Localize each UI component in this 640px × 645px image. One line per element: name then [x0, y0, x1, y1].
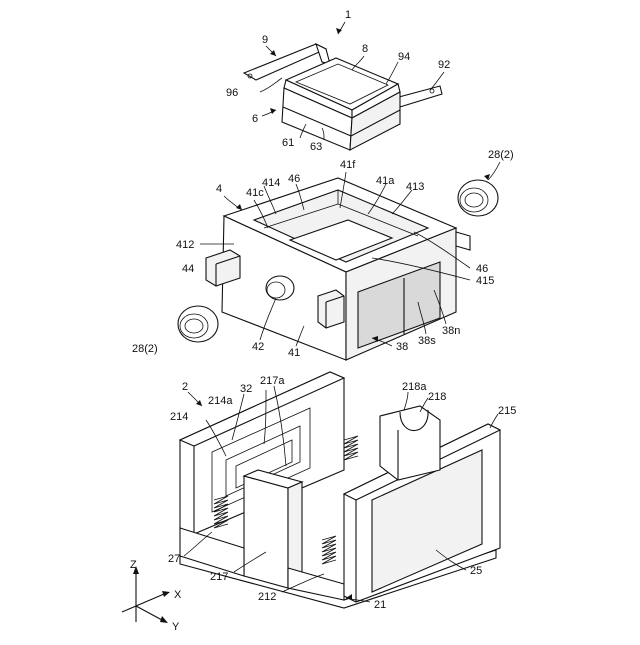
label-28-top: 28(2) — [488, 149, 514, 161]
label-414: 414 — [262, 177, 280, 189]
label-215: 215 — [498, 405, 516, 417]
label-28-left: 28(2) — [132, 343, 158, 355]
axis-label-x: X — [174, 589, 182, 601]
label-218: 218 — [428, 391, 446, 403]
label-27: 27 — [168, 553, 180, 565]
label-415: 415 — [476, 275, 494, 287]
axis-label-z: Z — [130, 559, 137, 571]
label-2: 2 — [182, 381, 188, 393]
label-218a: 218a — [402, 381, 427, 393]
label-38s: 38s — [418, 335, 436, 347]
label-6: 6 — [252, 113, 258, 125]
label-214a: 214a — [208, 395, 233, 407]
holder-4 — [206, 178, 470, 360]
label-46-right: 46 — [476, 263, 488, 275]
label-9: 9 — [262, 34, 268, 46]
coordinate-axes — [122, 566, 170, 623]
axis-label-y: Y — [172, 621, 180, 633]
bearing-left — [178, 306, 218, 342]
label-214: 214 — [170, 411, 188, 423]
label-46-top: 46 — [288, 173, 300, 185]
label-63: 63 — [310, 141, 322, 153]
label-4: 4 — [216, 183, 222, 195]
label-25: 25 — [470, 565, 482, 577]
label-92: 92 — [438, 59, 450, 71]
label-42: 42 — [252, 341, 264, 353]
label-41a: 41a — [376, 175, 395, 187]
label-8: 8 — [362, 43, 368, 55]
label-61: 61 — [282, 137, 294, 149]
label-38n: 38n — [442, 325, 460, 337]
label-412: 412 — [176, 239, 194, 251]
label-38: 38 — [396, 341, 408, 353]
label-217a: 217a — [260, 375, 285, 387]
label-41: 41 — [288, 347, 300, 359]
label-96: 96 — [226, 87, 238, 99]
label-94: 94 — [398, 51, 410, 63]
spring-top — [344, 436, 358, 460]
bearing-top-right — [458, 180, 498, 216]
module-6 — [282, 58, 400, 150]
label-44: 44 — [182, 263, 194, 275]
label-212: 212 — [258, 591, 276, 603]
label-217: 217 — [210, 571, 228, 583]
label-32: 32 — [240, 383, 252, 395]
label-41f: 41f — [340, 159, 356, 171]
label-413: 413 — [406, 181, 424, 193]
spring-212 — [322, 536, 336, 564]
label-assembly: 1 — [345, 9, 351, 21]
label-21: 21 — [374, 599, 386, 611]
